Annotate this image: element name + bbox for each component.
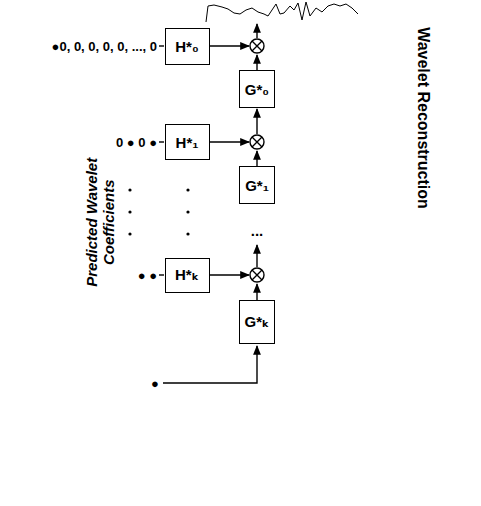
input-wire <box>159 274 164 275</box>
weight-filter-box: G*₁ <box>239 166 275 204</box>
approximation-coefficient: ● <box>151 376 159 391</box>
g-wire <box>256 151 257 166</box>
coefficient-sequence: ●0, 0, 0, 0, 0, ..., 0 <box>52 39 157 54</box>
multiplier-symbol <box>250 39 264 53</box>
signal-waveform <box>206 2 358 22</box>
ellipsis: ... <box>251 222 264 239</box>
filter-label: G*₁ <box>245 177 269 194</box>
input-wire <box>159 45 164 46</box>
coefficient-sequence: 0 ● 0 ● <box>116 135 157 150</box>
output-wire <box>256 24 257 38</box>
axis-title: Wavelet Reconstruction <box>414 27 432 209</box>
filter-label: H*₀ <box>175 38 198 55</box>
g-wire <box>256 284 257 300</box>
approx-wire <box>163 346 257 383</box>
axis-title: Predicted Wavelet Coefficients <box>83 147 118 297</box>
vertical-ellipsis <box>128 188 189 235</box>
filter-label: H*ₖ <box>175 266 199 284</box>
output-wire <box>256 245 257 267</box>
filter-wire <box>210 274 249 275</box>
filter-label: G*₀ <box>245 81 269 98</box>
filter-wire <box>210 45 249 46</box>
synthesis-filter-box: H*ₖ <box>165 258 210 293</box>
filter-label: H*₁ <box>176 134 199 151</box>
weight-filter-box: G*₀ <box>239 70 275 108</box>
g-wire <box>256 55 257 70</box>
synthesis-filter-box: H*₁ <box>165 124 210 160</box>
multiplier-symbol <box>250 135 264 149</box>
synthesis-filter-box: H*₀ <box>165 28 210 65</box>
output-wire <box>256 109 257 134</box>
coefficient-sequence: ● ● <box>138 268 157 283</box>
filter-wire <box>210 141 249 142</box>
weight-filter-box: G*ₖ <box>239 300 275 344</box>
filter-label: G*ₖ <box>245 313 270 331</box>
multiplier-symbol <box>250 268 264 282</box>
input-wire <box>159 141 164 142</box>
